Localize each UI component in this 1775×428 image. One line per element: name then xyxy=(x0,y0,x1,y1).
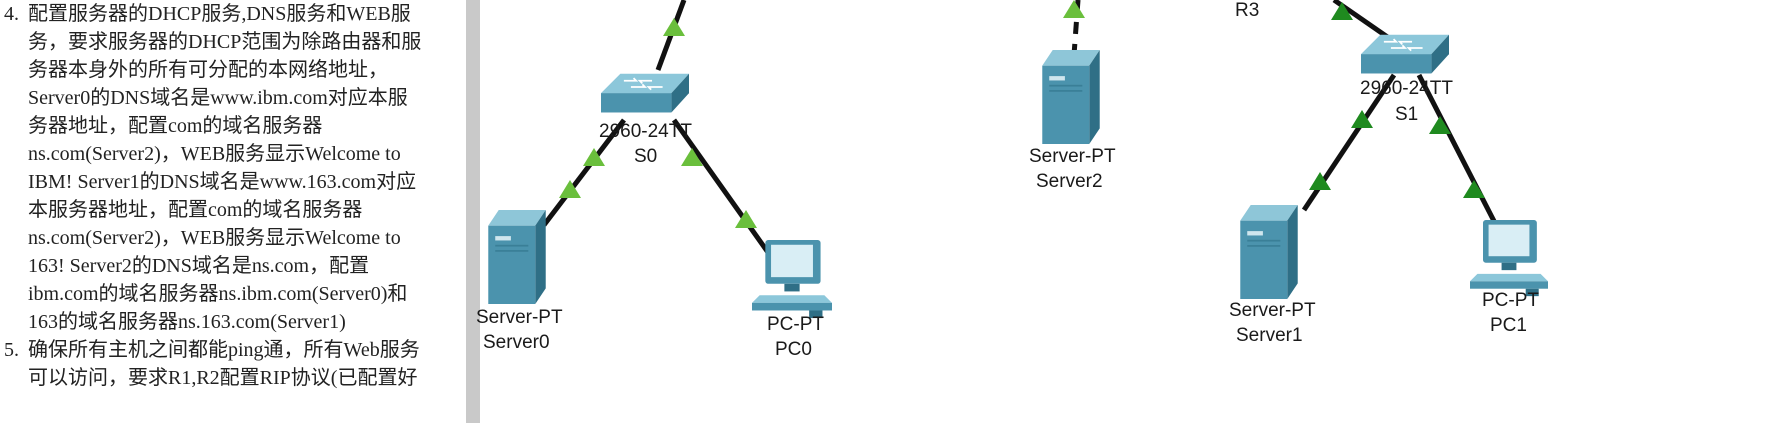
device-type-label: Server-PT xyxy=(476,307,563,328)
link-s1-pc1 xyxy=(1416,73,1499,227)
task-line: 务器本身外的所有可分配的本网络地址， xyxy=(28,59,388,81)
link-light-up xyxy=(663,18,685,36)
link-light-up xyxy=(1463,180,1485,198)
device-type-label: 2960-24TT xyxy=(1360,78,1453,99)
device-type-label: Server-PT xyxy=(1229,300,1316,321)
link-light-up xyxy=(559,180,581,198)
task-line: 确保所有主机之间都能ping通，所有Web服务 xyxy=(28,339,420,361)
link-s0-pc0 xyxy=(671,118,775,260)
server2[interactable]: Server-PT Server2 xyxy=(1029,50,1116,192)
task-list: 4. 配置服务器的DHCP服务,DNS服务和WEB服 务，要求服务器的DHCP范… xyxy=(0,0,466,392)
task-line: 163的域名服务器ns.163.com(Server1) xyxy=(28,311,346,333)
task-item-5: 5. 确保所有主机之间都能ping通，所有Web服务 可以访问，要求R1,R2配… xyxy=(0,336,466,392)
device-type-label: Server-PT xyxy=(1029,146,1116,167)
device-name-label: S0 xyxy=(634,146,657,167)
link-light-up xyxy=(1429,116,1451,134)
link-light-up xyxy=(681,148,703,166)
instructions-panel: 4. 配置服务器的DHCP服务,DNS服务和WEB服 务，要求服务器的DHCP范… xyxy=(0,0,480,423)
task-line: IBM! Server1的DNS域名是www.163.com对应 xyxy=(28,171,417,193)
link-lights xyxy=(559,0,1485,228)
router-r3-label: R3 xyxy=(1235,0,1259,21)
task-item-4: 4. 配置服务器的DHCP服务,DNS服务和WEB服 务，要求服务器的DHCP范… xyxy=(0,0,466,336)
task-line: ns.com(Server2)，WEB服务显示Welcome to xyxy=(28,227,401,249)
device-name-label: PC0 xyxy=(775,339,812,360)
device-name-label: Server1 xyxy=(1236,325,1303,346)
server1[interactable]: Server-PT Server1 xyxy=(1229,205,1316,346)
link-light-up xyxy=(735,210,757,228)
device-name-label: S1 xyxy=(1395,104,1418,125)
task-line: 配置服务器的DHCP服务,DNS服务和WEB服 xyxy=(28,3,411,25)
topology-svg: 2960-24TT S0 Server-PT Server0 PC-PT PC0… xyxy=(476,0,1548,360)
link-light-up xyxy=(1351,110,1373,128)
task-line: 务，要求服务器的DHCP范围为除路由器和服 xyxy=(28,31,422,53)
pc0[interactable]: PC-PT PC0 xyxy=(752,240,832,360)
task-line: ns.com(Server2)，WEB服务显示Welcome to xyxy=(28,143,401,165)
pc1[interactable]: PC-PT PC1 xyxy=(1470,220,1548,336)
switch-s1[interactable]: 2960-24TT S1 xyxy=(1360,34,1453,125)
task-line: 163! Server2的DNS域名是ns.com，配置 xyxy=(28,255,370,277)
server0[interactable]: Server-PT Server0 xyxy=(476,210,563,353)
task-line: Server0的DNS域名是www.ibm.com对应本服 xyxy=(28,87,408,109)
device-name-label: Server0 xyxy=(483,332,550,353)
topology-canvas[interactable]: 2960-24TT S0 Server-PT Server0 PC-PT PC0… xyxy=(476,0,1775,423)
task-line: 本服务器地址，配置com的域名服务器 xyxy=(28,199,363,221)
device-type-label: 2960-24TT xyxy=(599,121,692,142)
device-type-label: PC-PT xyxy=(767,314,824,335)
link-light-up xyxy=(1309,172,1331,190)
device-type-label: PC-PT xyxy=(1482,290,1539,311)
link-s0-server0 xyxy=(542,118,626,227)
task-line: ibm.com的域名服务器ns.ibm.com(Server0)和 xyxy=(28,283,408,305)
link-light-up xyxy=(1063,0,1085,18)
link-light-up xyxy=(1331,2,1353,20)
task-number: 5. xyxy=(4,339,19,361)
task-line: 务器地址，配置com的域名服务器 xyxy=(28,115,323,137)
switch-s0[interactable]: 2960-24TT S0 xyxy=(599,73,692,167)
device-name-label: PC1 xyxy=(1490,315,1527,336)
device-name-label: Server2 xyxy=(1036,171,1103,192)
task-line: 可以访问，要求R1,R2配置RIP协议(已配置好 xyxy=(28,367,418,389)
task-number: 4. xyxy=(4,3,19,25)
link-light-up xyxy=(583,148,605,166)
